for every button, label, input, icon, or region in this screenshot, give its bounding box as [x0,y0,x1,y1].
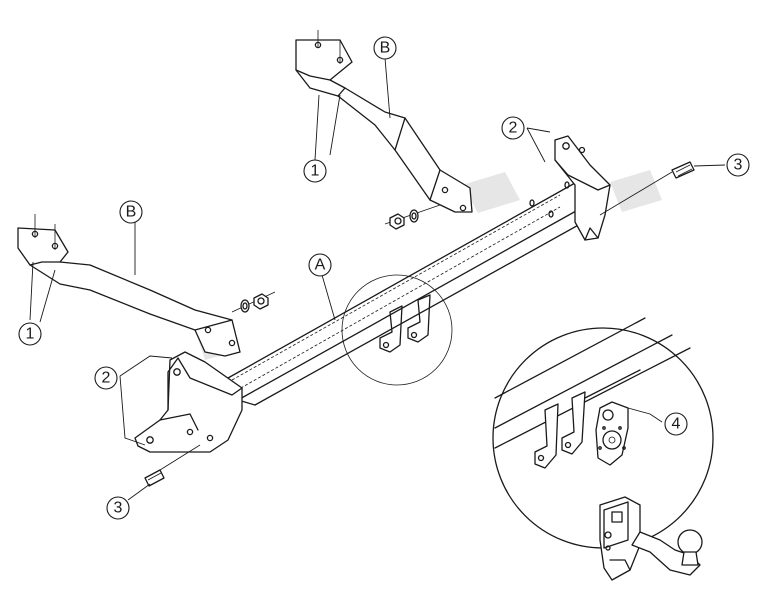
nut-washer-lower [231,291,276,313]
callout-a: A [308,253,332,277]
bracket-b-upper [295,30,473,213]
right-end-plate [554,135,611,241]
callout-b-lower: B [119,200,143,224]
callout-3-upper: 3 [726,153,750,177]
svg-text:B: B [380,40,391,57]
bolt-lower [144,444,201,487]
nut-washer-upper [384,204,441,230]
bolt-upper [599,161,695,216]
svg-text:4: 4 [672,416,681,433]
callout-1-upper: 1 [303,159,327,183]
svg-text:1: 1 [26,326,35,343]
svg-text:B: B [126,204,137,221]
callout-1-lower: 1 [18,322,42,346]
svg-text:3: 3 [114,500,123,517]
callout-3-lower: 3 [106,496,130,520]
callout-b-upper: B [373,36,397,60]
callout-4: 4 [664,412,688,436]
tow-ball-icon [599,496,703,581]
svg-text:3: 3 [734,157,743,174]
svg-text:2: 2 [509,120,518,137]
leader-lines [29,57,726,501]
callout-2-upper: 2 [501,116,525,140]
callout-2-lower: 2 [94,366,118,390]
detail-circle-large [492,317,714,581]
svg-text:1: 1 [311,163,320,180]
left-end-plate [134,351,243,453]
detail-circle-small [341,274,453,386]
svg-text:2: 2 [102,370,111,387]
svg-text:A: A [315,257,326,274]
bracket-b-lower [17,214,241,357]
